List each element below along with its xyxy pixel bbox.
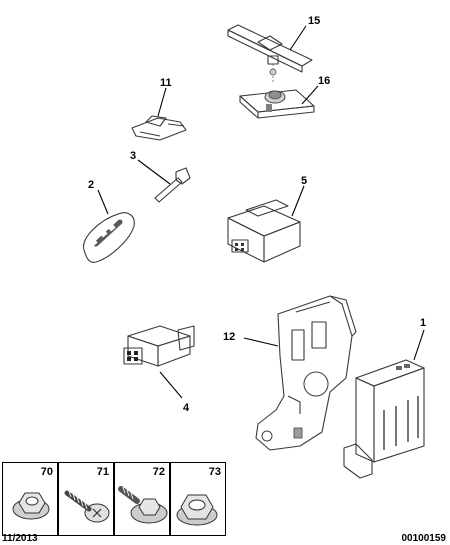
key-blade-part: [154, 167, 191, 203]
small-connector-part: [123, 325, 195, 367]
screw-icon: [64, 490, 110, 523]
bolt-icon: [118, 486, 168, 524]
callout-3: 3: [130, 150, 136, 162]
hardware-box-70: 70: [2, 462, 58, 536]
callout-11: 11: [160, 77, 172, 89]
hardware-box-73: 73: [170, 462, 226, 536]
leader-16: [301, 85, 319, 105]
bracket-base-part: [239, 89, 315, 119]
flange-nut-icon: [12, 492, 50, 520]
leader-1: [413, 329, 425, 361]
footer-reference: 00100159: [401, 533, 447, 544]
callout-12: 12: [223, 331, 235, 343]
leader-15: [289, 25, 307, 51]
leader-4: [159, 371, 183, 399]
key-shell-part: [131, 115, 187, 141]
hardware-callout-70: 70: [40, 466, 53, 478]
hardware-box-71: 71: [58, 462, 114, 536]
control-unit-part: [343, 359, 425, 479]
callout-2: 2: [88, 179, 94, 191]
callout-16: 16: [318, 75, 330, 87]
mounting-rail-part: [227, 24, 313, 84]
connector-module-part: [227, 199, 301, 263]
leader-12: [243, 337, 279, 347]
callout-15: 15: [308, 15, 320, 27]
footer-date: 11/2013: [2, 533, 38, 544]
leader-2: [97, 189, 109, 215]
callout-1: 1: [420, 317, 426, 329]
hardware-callout-72: 72: [152, 466, 165, 478]
leader-5: [291, 185, 305, 217]
hardware-callout-73: 73: [208, 466, 221, 478]
ecu-bracket-part: [255, 295, 357, 451]
callout-5: 5: [301, 175, 307, 187]
hardware-callout-71: 71: [96, 466, 109, 478]
hardware-box-72: 72: [114, 462, 170, 536]
leader-3: [137, 159, 171, 185]
callout-4: 4: [183, 402, 190, 414]
leader-11: [157, 87, 167, 117]
key-fob-part: [83, 212, 135, 263]
hex-nut-icon: [176, 494, 218, 526]
